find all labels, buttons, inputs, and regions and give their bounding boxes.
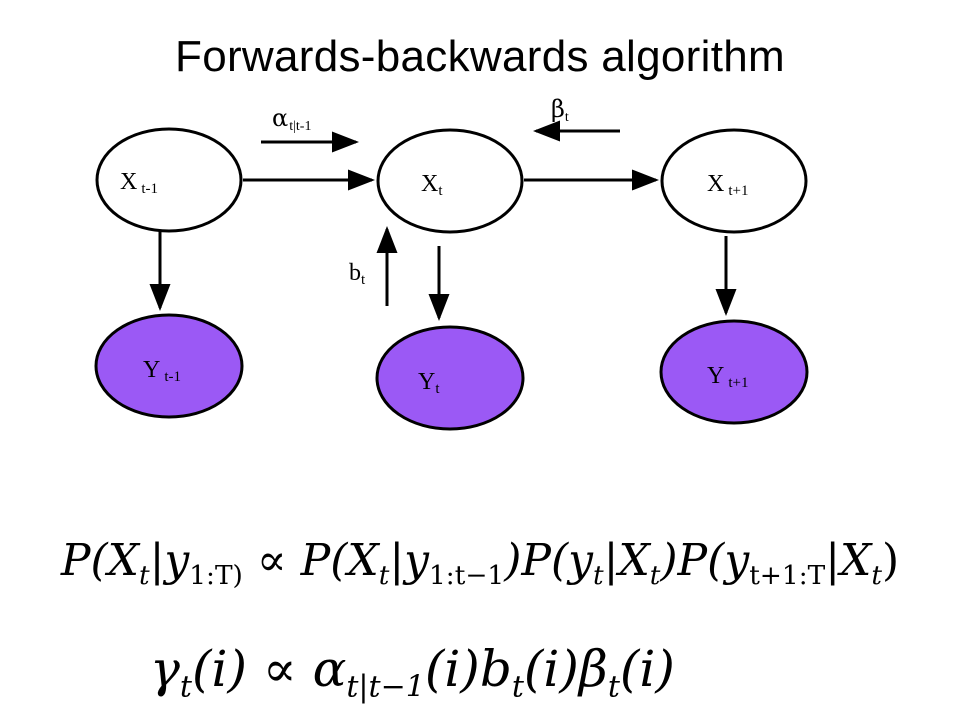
node-x-curr: Xt: [376, 128, 524, 234]
svg-text:Yt: Yt: [418, 369, 440, 397]
gamma-equation: γt(i) ∝ αt|t−1(i)bt(i)βt(i): [150, 640, 675, 705]
svg-text:Xt-1: Xt-1: [120, 169, 158, 197]
smoothing-equation: P(Xt|y1:T) ∝ P(Xt|y1:t−1)P(yt|Xt)P(yt+1:…: [60, 535, 900, 592]
slide-title: Forwards-backwards algorithm: [175, 32, 785, 81]
node-y-curr: Yt: [375, 325, 525, 431]
b-message-label: bt: [349, 260, 366, 288]
svg-text:Yt-1: Yt-1: [143, 357, 181, 385]
alpha-message-label: αt|t-1: [272, 104, 311, 134]
beta-message-label: βt: [551, 95, 569, 125]
svg-text:Yt+1: Yt+1: [707, 363, 748, 391]
svg-text:Xt: Xt: [421, 171, 443, 199]
svg-text:Xt+1: Xt+1: [707, 171, 748, 199]
